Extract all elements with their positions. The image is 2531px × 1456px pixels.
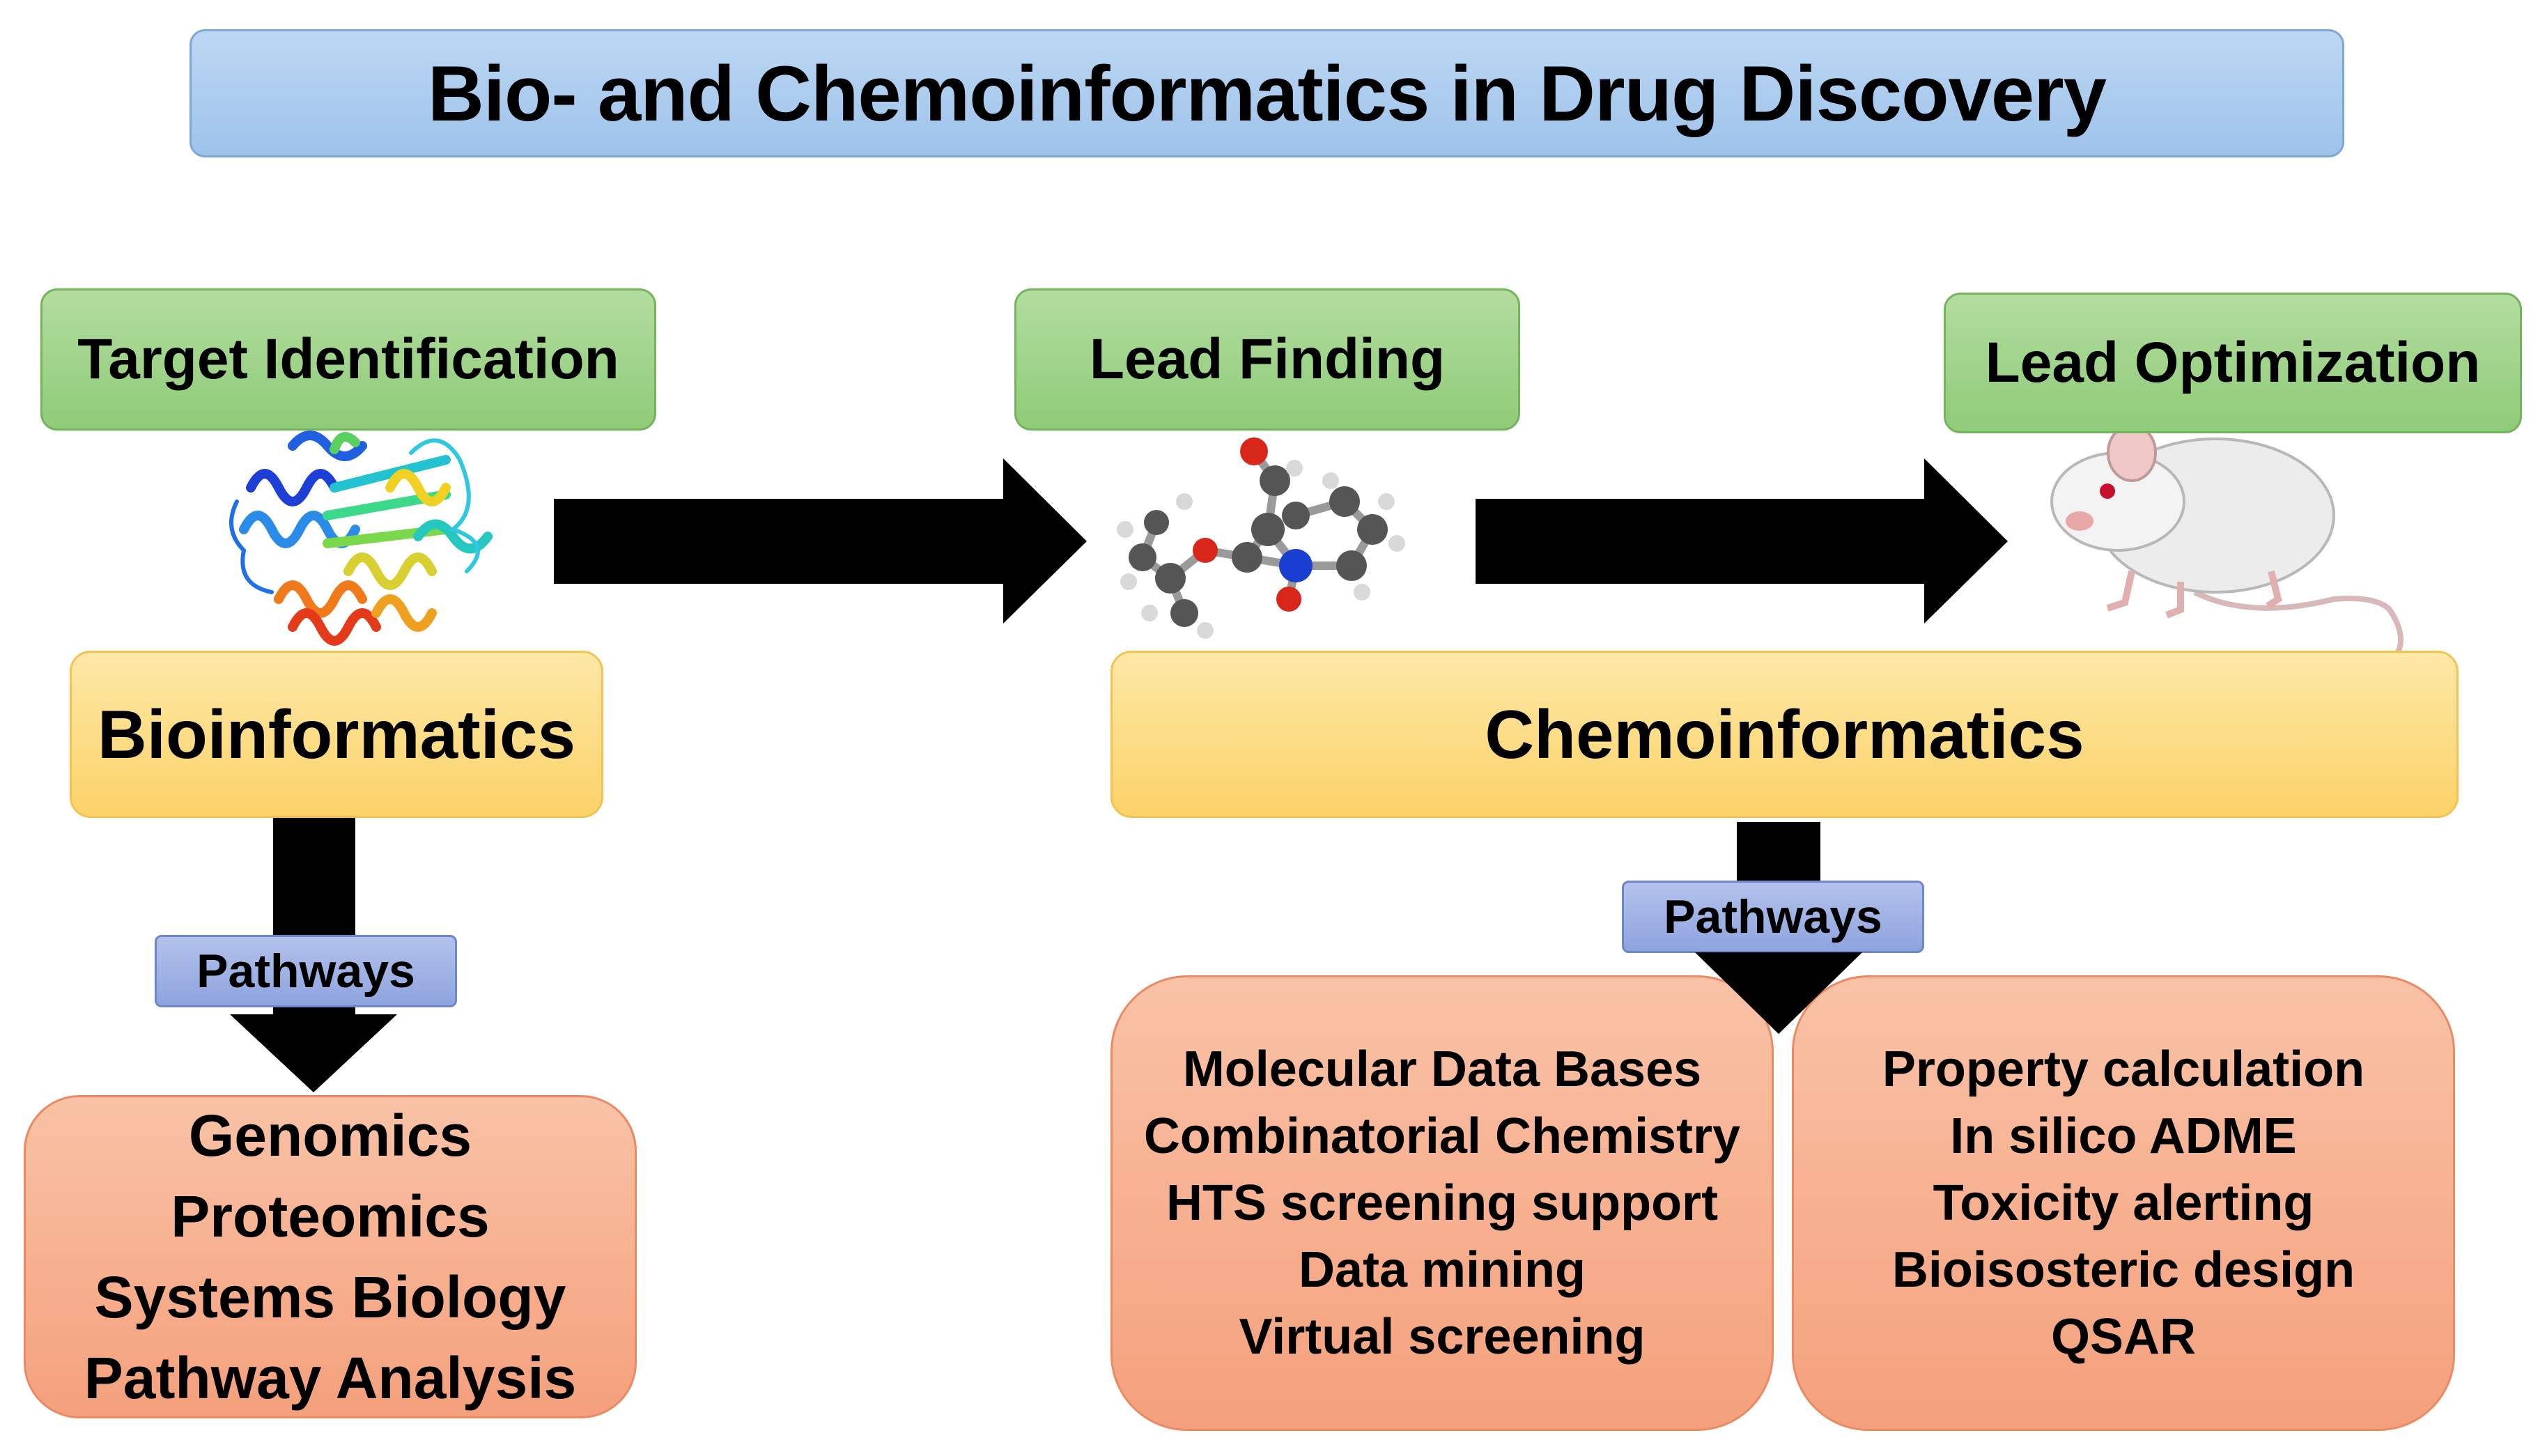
chem-topic: Virtual screening: [1239, 1309, 1646, 1365]
chem-topic: Combinatorial Chemistry: [1143, 1108, 1741, 1164]
bio-topic: Systems Biology: [94, 1264, 566, 1330]
diagram-title: Bio- and Chemoinformatics in Drug Discov…: [189, 29, 2344, 157]
pathways-badge-chem: Pathways: [1622, 881, 1924, 953]
chem-topic: Data mining: [1298, 1242, 1586, 1298]
chem-topic: In silico ADME: [1950, 1108, 2297, 1164]
bio-topics-box: Genomics Proteomics Systems Biology Path…: [24, 1095, 637, 1418]
chem-topic: Property calculation: [1882, 1041, 2365, 1097]
molecule-ball-and-stick-icon: [1117, 437, 1405, 639]
chem-topics-right-box: Property calculation In silico ADME Toxi…: [1792, 975, 2455, 1431]
stage-target-identification: Target Identification: [40, 288, 656, 431]
pathways-badge-bio: Pathways: [155, 935, 457, 1007]
bio-topic: Proteomics: [171, 1184, 490, 1249]
chem-topic: QSAR: [2050, 1309, 2197, 1365]
stage-lead-optimization: Lead Optimization: [1944, 293, 2522, 433]
arrow-lead-finding-to-optimization: [1476, 458, 2008, 624]
protein-structure-icon: [229, 431, 493, 646]
arrow-target-to-lead-finding: [554, 458, 1087, 624]
chem-topic: Molecular Data Bases: [1182, 1041, 1702, 1097]
chem-topic: Toxicity alerting: [1933, 1175, 2314, 1231]
chem-topic: HTS screening support: [1166, 1175, 1719, 1231]
field-chemoinformatics: Chemoinformatics: [1110, 651, 2459, 818]
field-bioinformatics: Bioinformatics: [70, 651, 603, 818]
chem-topic: Bioisosteric design: [1891, 1242, 2355, 1298]
bio-topic: Pathway Analysis: [84, 1345, 577, 1411]
stage-lead-finding: Lead Finding: [1014, 288, 1520, 431]
lab-rat-icon: [2050, 424, 2404, 680]
bio-topic: Genomics: [188, 1103, 472, 1168]
chem-topics-left-box: Molecular Data Bases Combinatorial Chemi…: [1110, 975, 1774, 1431]
